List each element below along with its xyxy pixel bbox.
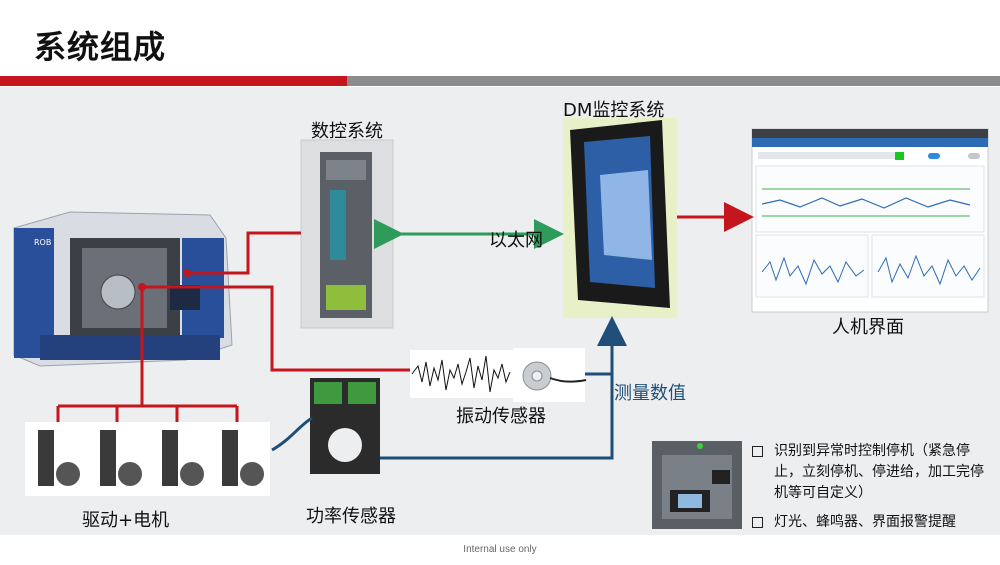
machine-alarm-photo <box>652 441 742 529</box>
title-underline-red <box>0 76 347 86</box>
hmi-label: 人机界面 <box>832 317 904 338</box>
dm-label: DM监控系统 <box>563 100 665 121</box>
drive-motor-label: 驱动+电机 <box>82 510 170 531</box>
svg-text:ROB: ROB <box>34 238 51 247</box>
feature-notes: 识别到异常时控制停机（紧急停止，立刻停机、停进给，加工完停机等可自定义） 灯光、… <box>752 441 984 541</box>
vibration-sensor-image <box>410 348 587 402</box>
connection-node <box>183 269 191 277</box>
note-item: 灯光、蜂鸣器、界面报警提醒 <box>752 512 984 533</box>
note-text: 识别到异常时控制停机（紧急停止，立刻停机、停进给，加工完停机等可自定义） <box>774 443 984 501</box>
power-sensor-label: 功率传感器 <box>306 506 396 527</box>
dm-monitor-image <box>563 118 677 318</box>
ethernet-label: 以太网 <box>489 230 543 251</box>
title-underline-gray <box>347 76 1000 86</box>
note-item: 识别到异常时控制停机（紧急停止，立刻停机、停进给，加工完停机等可自定义） <box>752 441 984 504</box>
machine-tool-image: ROB <box>13 211 233 367</box>
footer-text: Internal use only <box>0 535 1000 562</box>
cnc-label: 数控系统 <box>311 121 383 142</box>
vibration-sensor-label: 振动传感器 <box>456 406 546 427</box>
connection-node <box>138 283 146 291</box>
drive-motor-image <box>25 422 270 496</box>
page-title: 系统组成 <box>34 28 167 66</box>
measure-value-label: 测量数值 <box>614 383 686 404</box>
measurement-links <box>271 316 627 460</box>
note-text: 灯光、蜂鸣器、界面报警提醒 <box>774 514 956 530</box>
power-sensor-image <box>310 378 380 474</box>
red-connections <box>56 202 754 422</box>
cnc-module-image <box>300 139 394 329</box>
checkbox-bullet-icon <box>752 517 763 528</box>
hmi-screenshot <box>751 128 989 313</box>
checkbox-bullet-icon <box>752 446 763 457</box>
